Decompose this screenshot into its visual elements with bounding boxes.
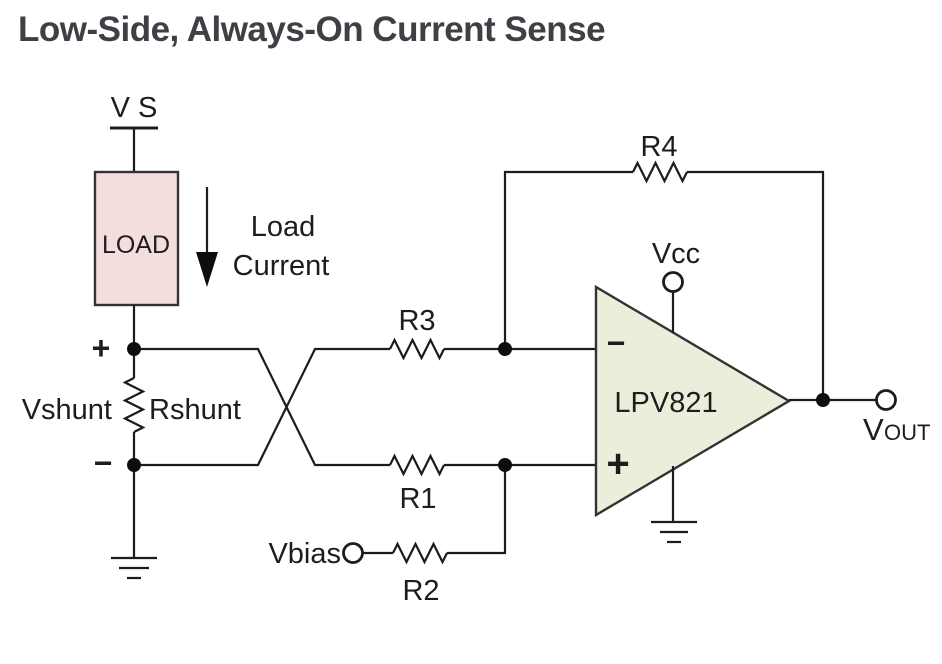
ground-shunt-icon bbox=[111, 556, 157, 580]
load-current-annotation: Load Current bbox=[196, 187, 329, 287]
page-title: Low-Side, Always-On Current Sense bbox=[18, 10, 606, 49]
r4-label: R4 bbox=[640, 131, 677, 163]
vout-label-sub: OUT bbox=[884, 420, 930, 445]
load-current-label-line2: Current bbox=[233, 250, 330, 282]
r1-label: R1 bbox=[399, 483, 436, 515]
rshunt-resistor bbox=[122, 377, 146, 433]
vcc-label: Vcc bbox=[652, 238, 700, 270]
crossover-wire-minus-to-r3 bbox=[134, 347, 390, 467]
node-shunt-plus bbox=[127, 342, 141, 356]
ground-opamp-icon bbox=[651, 520, 697, 544]
output-branch: V OUT bbox=[789, 389, 930, 447]
r4-feedback-branch: R4 bbox=[503, 131, 825, 400]
vout-label-main: V bbox=[863, 412, 884, 447]
vcc-terminal bbox=[662, 271, 684, 293]
vbias-label: Vbias bbox=[268, 538, 341, 570]
vs-supply: V S bbox=[110, 92, 158, 172]
junction-nodes bbox=[127, 342, 830, 472]
opamp-inverting-input-sign: − bbox=[607, 325, 626, 361]
load-current-arrow-icon bbox=[196, 252, 218, 287]
r4-resistor bbox=[632, 160, 688, 184]
node-shunt-minus bbox=[127, 458, 141, 472]
rshunt-label: Rshunt bbox=[149, 394, 241, 426]
shunt-minus-sign: − bbox=[94, 445, 113, 481]
load-label: LOAD bbox=[102, 231, 170, 259]
node-inverting-input bbox=[498, 342, 512, 356]
opamp: − + LPV821 Vcc bbox=[594, 238, 792, 544]
wire-r4-to-output-node bbox=[687, 170, 825, 400]
node-output bbox=[816, 393, 830, 407]
shunt-branch: + − Vshunt Rshunt bbox=[22, 305, 241, 580]
wire-noninverting-node-to-r2 bbox=[447, 465, 507, 555]
vs-label: V S bbox=[111, 92, 158, 124]
vout-terminal bbox=[875, 389, 897, 411]
opamp-noninverting-input-sign: + bbox=[606, 442, 629, 486]
r3-branch: R3 bbox=[389, 305, 597, 361]
load-current-label-line1: Load bbox=[251, 211, 316, 243]
wire-inverting-node-to-r4 bbox=[503, 170, 633, 349]
r2-label: R2 bbox=[402, 575, 439, 607]
r1-branch: R1 bbox=[389, 453, 597, 515]
load-block: LOAD bbox=[93, 170, 180, 307]
node-noninverting-input bbox=[498, 458, 512, 472]
r3-resistor bbox=[389, 337, 445, 361]
crossover-wires bbox=[134, 347, 390, 467]
r2-vbias-branch: Vbias R2 bbox=[268, 465, 507, 607]
r2-resistor bbox=[392, 541, 448, 565]
vshunt-label: Vshunt bbox=[22, 394, 112, 426]
opamp-triangle bbox=[594, 284, 792, 518]
load-box bbox=[93, 170, 180, 307]
shunt-plus-sign: + bbox=[92, 330, 111, 366]
r1-resistor bbox=[389, 453, 445, 477]
r3-label: R3 bbox=[398, 305, 435, 337]
vbias-terminal bbox=[342, 542, 364, 564]
opamp-name: LPV821 bbox=[614, 387, 717, 419]
